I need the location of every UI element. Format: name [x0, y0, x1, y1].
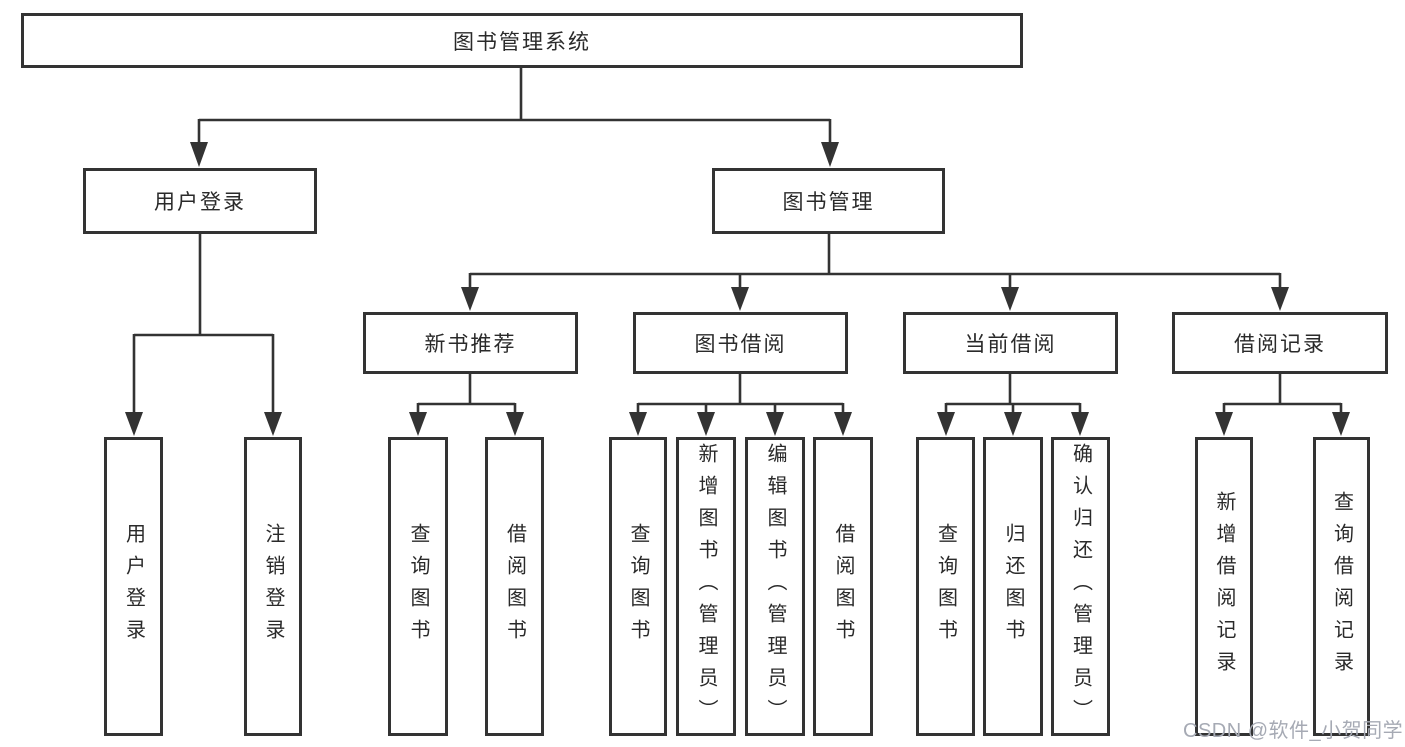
leaf-confirm-return-admin: 确认归还（管理员） — [1051, 437, 1110, 736]
leaf-borrow-books-recommend: 借阅图书 — [485, 437, 544, 736]
leaf-add-borrow-record: 新增借阅记录 — [1195, 437, 1253, 736]
node-label: 查询借阅记录 — [1330, 490, 1353, 683]
arrowhead — [506, 412, 524, 436]
leaf-query-books-borrowing: 查询图书 — [609, 437, 667, 736]
node-label: 借阅图书 — [503, 522, 526, 651]
arrowhead — [937, 412, 955, 436]
arrowhead — [629, 412, 647, 436]
leaf-query-books-current: 查询图书 — [916, 437, 975, 736]
arrowhead — [821, 142, 839, 167]
node-label: 图书管理系统 — [453, 30, 591, 54]
arrowhead — [834, 412, 852, 436]
leaf-borrow-books-borrowing: 借阅图书 — [813, 437, 873, 736]
arrowhead — [190, 142, 208, 167]
node-label: 图书管理 — [782, 191, 875, 214]
node-label: 确认归还（管理员） — [1069, 442, 1092, 731]
arrowhead — [264, 412, 282, 436]
leaf-add-book-admin: 新增图书（管理员） — [676, 437, 736, 736]
leaf-user-login: 用户登录 — [104, 437, 163, 736]
arrowhead — [1001, 287, 1019, 311]
node-label: 借阅记录 — [1234, 333, 1326, 356]
node-label: 当前借阅 — [964, 333, 1057, 356]
node-current-borrowing: 当前借阅 — [903, 312, 1118, 374]
node-label: 用户登录 — [154, 191, 246, 214]
arrowhead — [731, 287, 749, 311]
node-label: 编辑图书（管理员） — [764, 442, 786, 731]
node-label: 借阅图书 — [832, 522, 854, 651]
watermark: CSDN @软件_小贺同学 — [1183, 720, 1404, 742]
leaf-return-book: 归还图书 — [983, 437, 1043, 736]
node-label: 查询图书 — [627, 522, 649, 651]
arrowhead — [461, 287, 479, 311]
arrowhead — [1215, 412, 1233, 436]
arrowhead — [697, 412, 715, 436]
node-label: 新书推荐 — [424, 333, 517, 356]
node-label: 新增图书（管理员） — [695, 442, 717, 731]
node-book-management: 图书管理 — [712, 168, 945, 234]
leaf-edit-book-admin: 编辑图书（管理员） — [745, 437, 805, 736]
arrowhead — [1271, 287, 1289, 311]
node-label: 新增借阅记录 — [1213, 490, 1235, 683]
node-new-book-recommend: 新书推荐 — [363, 312, 578, 374]
node-label: 图书借阅 — [694, 333, 787, 356]
node-label: 注销登录 — [262, 522, 284, 651]
node-user-login: 用户登录 — [83, 168, 317, 234]
leaf-query-borrow-record: 查询借阅记录 — [1313, 437, 1370, 736]
node-root: 图书管理系统 — [21, 13, 1023, 68]
node-label: 用户登录 — [122, 522, 145, 651]
leaf-query-books-recommend: 查询图书 — [388, 437, 448, 736]
node-label: 查询图书 — [934, 522, 957, 651]
arrowhead — [409, 412, 427, 436]
arrowhead — [125, 412, 143, 436]
leaf-logout: 注销登录 — [244, 437, 302, 736]
node-label: 归还图书 — [1002, 522, 1024, 651]
arrowhead — [1332, 412, 1350, 436]
node-borrow-records: 借阅记录 — [1172, 312, 1388, 374]
arrowhead — [766, 412, 784, 436]
arrowhead — [1071, 412, 1089, 436]
node-label: 查询图书 — [407, 522, 429, 651]
arrowhead — [1004, 412, 1022, 436]
node-book-borrowing: 图书借阅 — [633, 312, 848, 374]
